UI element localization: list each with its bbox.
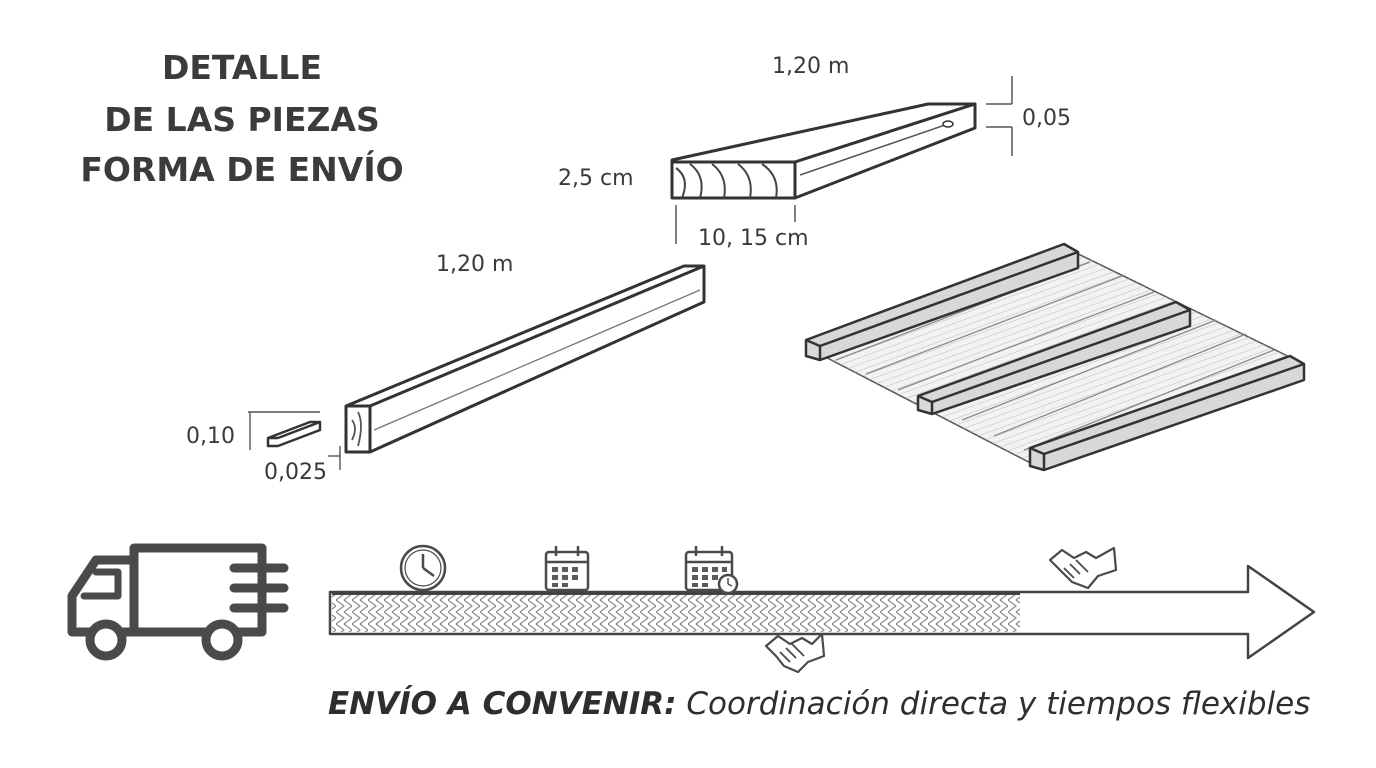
- handshake-icon: [1048, 546, 1118, 590]
- truck-icon: [67, 543, 289, 661]
- beam-piece: [344, 264, 706, 454]
- small-slat-piece: [266, 420, 322, 448]
- shipping-terms-text: Coordinación directa y tiempos flexibles: [676, 686, 1311, 722]
- pallet-bundle: [804, 242, 1306, 472]
- plank-dimension-lines: [675, 76, 1013, 244]
- title-line-1: DETALLE: [161, 48, 323, 87]
- plank-height-label: 2,5 cm: [558, 166, 634, 191]
- plank-thickness-label: 0,05: [1022, 106, 1071, 131]
- beam-dimension-lines: [248, 411, 341, 470]
- title-line-3: FORMA DE ENVÍO: [80, 150, 404, 189]
- beam-length-label: 1,20 m: [436, 252, 514, 277]
- beam-height-label: 0,10: [186, 424, 235, 449]
- calendar-clock-icon: [684, 546, 739, 595]
- calendar-icon: [544, 546, 590, 592]
- timeline-progress-fill: [332, 595, 1020, 632]
- plank-length-label: 1,20 m: [772, 54, 850, 79]
- clock-icon: [399, 544, 447, 592]
- shipping-terms-bold: ENVÍO A CONVENIR:: [328, 686, 677, 722]
- shipping-terms-caption: ENVÍO A CONVENIR: Coordinación directa y…: [328, 686, 1311, 722]
- plank-piece: [670, 102, 977, 200]
- handshake-icon: [764, 632, 826, 674]
- beam-width-label: 0,025: [264, 460, 327, 485]
- plank-width-label: 10, 15 cm: [698, 226, 809, 251]
- title-line-2: DE LAS PIEZAS: [104, 100, 380, 139]
